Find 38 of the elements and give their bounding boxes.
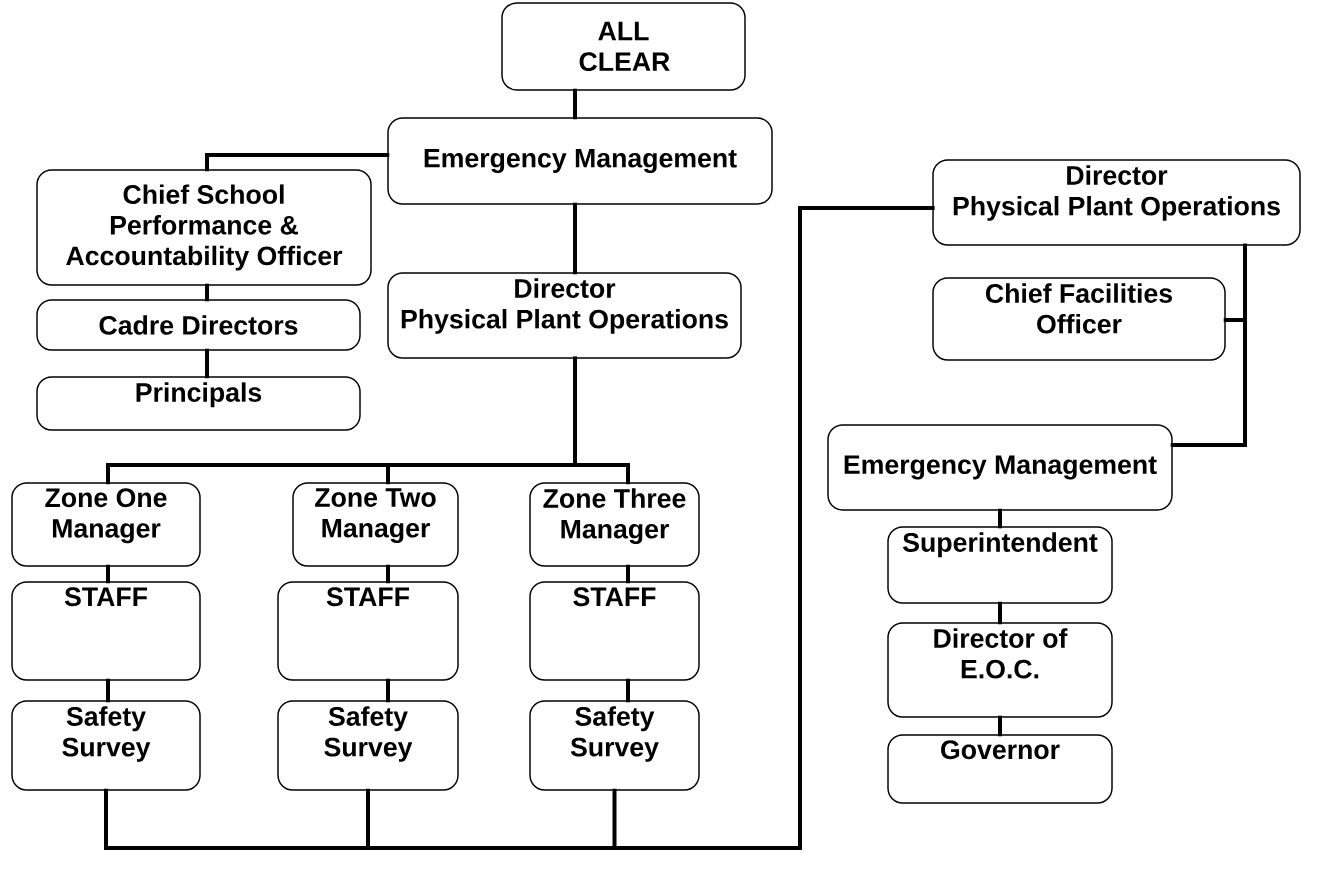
connector-line [573, 88, 577, 120]
org-box: Chief Facilities Officer [932, 277, 1226, 361]
org-box: Emergency Management [827, 424, 1173, 511]
connector-line [998, 601, 1002, 625]
org-box: STAFF [277, 581, 459, 681]
org-box: Director Physical Plant Operations [932, 159, 1301, 246]
org-box: Governor [887, 734, 1113, 804]
connector-line [106, 678, 110, 703]
connector-line [612, 206, 935, 850]
connector-line [205, 348, 209, 379]
org-box: STAFF [11, 581, 201, 681]
connector-line [205, 283, 209, 302]
org-box: Chief School Performance & Accountability Officer [36, 169, 372, 286]
org-box: Emergency Management [387, 117, 773, 205]
org-box: Cadre Directors [36, 299, 361, 351]
org-box: Zone One Manager [11, 482, 201, 567]
connector-line [998, 715, 1002, 737]
connector-line [1170, 243, 1247, 447]
org-box: Director Physical Plant Operations [387, 272, 742, 359]
connector-line [573, 356, 630, 485]
connector-line [386, 678, 390, 703]
org-box: Zone Three Manager [529, 482, 700, 567]
connector-line [386, 564, 390, 584]
org-box: STAFF [529, 581, 700, 681]
org-box: Zone Two Manager [292, 482, 459, 567]
connector-line [626, 564, 630, 584]
org-box: Principals [36, 376, 361, 431]
org-box: Safety Survey [529, 700, 700, 791]
connector-line [573, 202, 577, 275]
org-box: Director of E.O.C. [887, 622, 1113, 718]
connector-line [106, 564, 110, 584]
connector-line [205, 153, 390, 172]
org-box: Safety Survey [277, 700, 459, 791]
org-box: Safety Survey [11, 700, 201, 791]
connector-line [626, 678, 630, 703]
org-box: Superintendent [887, 526, 1113, 604]
connector-line [998, 508, 1002, 529]
org-box: ALL CLEAR [501, 2, 746, 91]
